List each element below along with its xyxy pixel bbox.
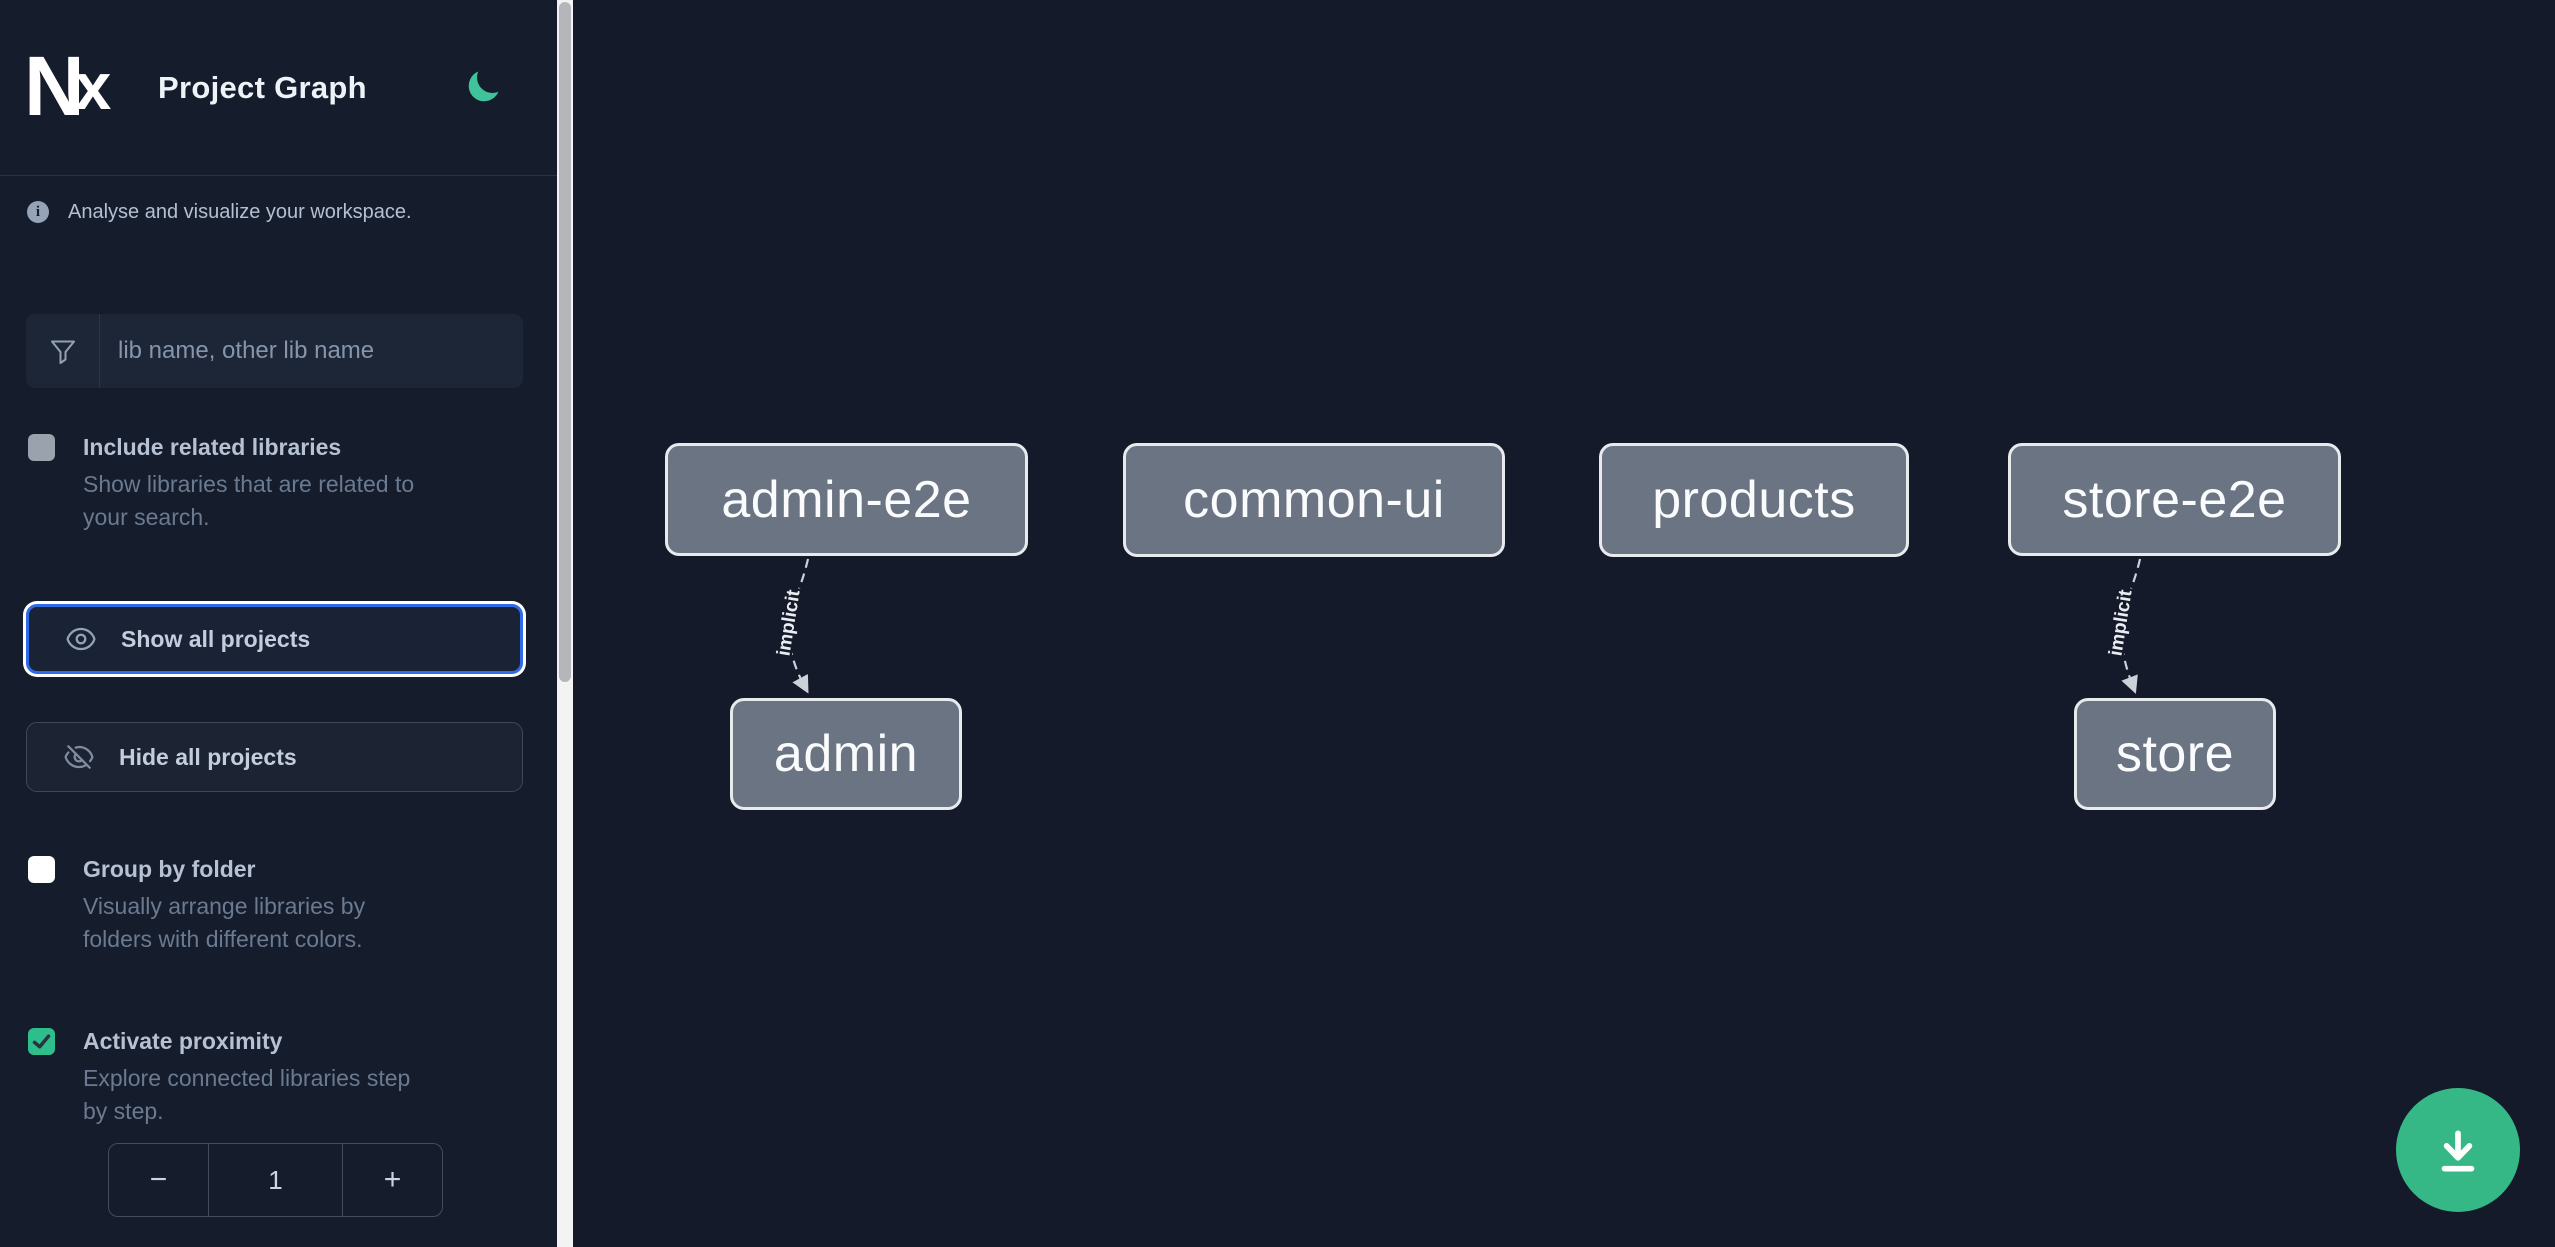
workspace-info: i Analyse and visualize your workspace. [27,200,527,225]
page-title: Project Graph [158,70,367,105]
hide-all-projects-label: Hide all projects [119,743,297,770]
moon-icon [464,68,502,106]
checkmark-icon [31,1031,52,1052]
group-by-folder-row: Group by folder Visually arrange librari… [28,854,508,956]
group-by-folder-label: Group by folder [83,856,256,882]
graph-node-store-e2e[interactable]: store-e2e [2008,443,2341,556]
sidebar-scrollbar-thumb[interactable] [559,2,571,682]
eye-off-icon [63,741,95,773]
edge-label-implicit: implicit [773,588,804,658]
graph-node-admin-e2e[interactable]: admin-e2e [665,443,1028,556]
graph-canvas[interactable]: implicit implicit admin-e2e common-ui pr… [573,0,2555,1247]
activate-proximity-checkbox[interactable] [28,1028,55,1055]
info-icon: i [27,201,49,223]
edge-store-e2e-store[interactable]: implicit [2103,558,2142,694]
show-all-projects-label: Show all projects [121,625,311,652]
proximity-stepper: − 1 + [108,1143,443,1217]
graph-node-store[interactable]: store [2074,698,2276,810]
download-image-button[interactable] [2396,1088,2520,1212]
eye-icon [65,623,97,655]
activate-proximity-description: Explore connected libraries step by step… [83,1065,411,1124]
sidebar-scrollbar [557,0,573,1247]
theme-toggle-button[interactable] [452,56,514,118]
group-by-folder-checkbox[interactable] [28,856,55,883]
edge-admin-e2e-admin[interactable]: implicit [771,558,810,694]
search-bar [26,314,523,388]
include-related-description: Show libraries that are related to your … [83,471,415,530]
proximity-decrement-button[interactable]: − [109,1144,208,1216]
include-related-label: Include related libraries [83,434,342,460]
filter-icon [26,314,100,388]
include-related-row: Include related libraries Show libraries… [28,432,508,534]
activate-proximity-row: Activate proximity Explore connected lib… [28,1026,508,1128]
search-input[interactable] [100,314,523,388]
proximity-value: 1 [208,1144,343,1216]
download-icon [2430,1122,2486,1178]
graph-edges: implicit implicit [771,558,2142,694]
hide-all-projects-button[interactable]: Hide all projects [26,722,523,792]
group-by-folder-description: Visually arrange libraries by folders wi… [83,893,366,952]
graph-node-products[interactable]: products [1599,443,1909,557]
graph-node-common-ui[interactable]: common-ui [1123,443,1505,557]
show-all-projects-button[interactable]: Show all projects [26,604,523,674]
include-related-checkbox[interactable] [28,434,55,461]
info-text: Analyse and visualize your workspace. [68,201,412,223]
graph-node-admin[interactable]: admin [730,698,962,810]
activate-proximity-label: Activate proximity [83,1028,283,1054]
edge-label-implicit: implicit [2105,588,2136,658]
proximity-increment-button[interactable]: + [343,1144,442,1216]
